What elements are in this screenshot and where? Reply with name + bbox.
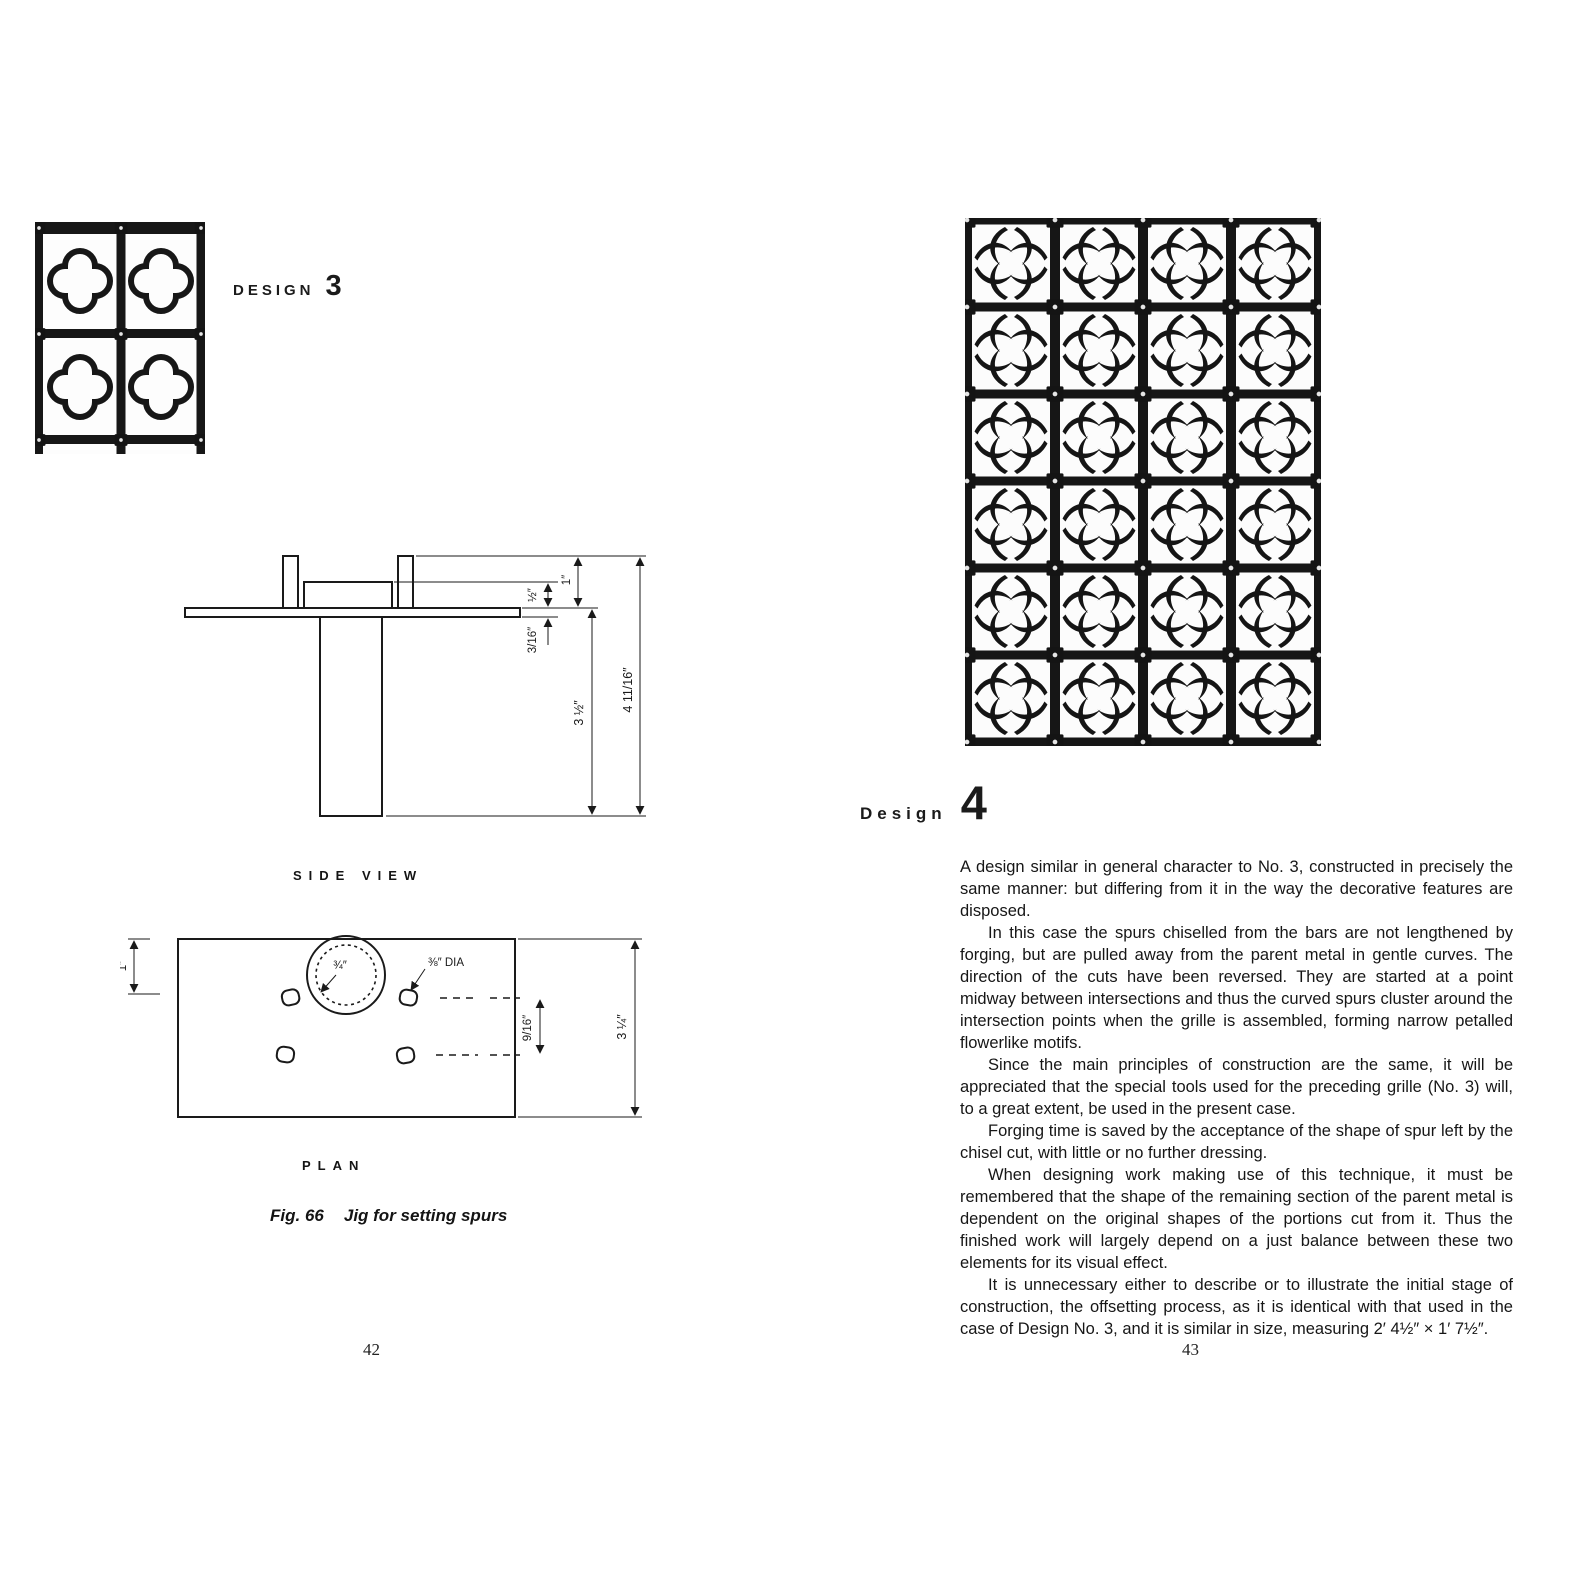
paragraph: In this case the spurs chiselled from th…: [960, 924, 1513, 1053]
page-number-right: 43: [1182, 1340, 1199, 1359]
paragraph: When designing work making use of this t…: [960, 1166, 1513, 1273]
design-4-number: 4: [960, 776, 987, 829]
design-3-number: 3: [325, 270, 342, 302]
plan-drawing: ¾″ ⅜″ DIA 1″ 9/16″ 3 ¼″: [120, 935, 642, 1118]
paragraph: A design similar in general character to…: [960, 858, 1513, 921]
dim-three-sixteenth: 3/16″: [527, 627, 539, 653]
plan-label: PLAN: [302, 1158, 366, 1173]
plan-dimension-lines: [128, 938, 642, 1118]
paragraph: Since the main principles of constructio…: [960, 1056, 1513, 1119]
side-view-label: SIDE VIEW: [293, 868, 424, 883]
jig-outline: [184, 555, 521, 817]
design-4-word: Design: [860, 804, 947, 823]
body-text: A design similar in general character to…: [960, 856, 1513, 1340]
side-dimension-lines: [386, 555, 646, 817]
dim-nine-sixteenth: 9/16″: [522, 1015, 534, 1041]
thumb-quatrefoils: [47, 248, 194, 420]
design-3-heading: DESIGN 3: [233, 270, 342, 303]
dim-three-eighth-dia: ⅜″ DIA: [428, 957, 464, 969]
paragraph: It is unnecessary either to describe or …: [960, 1276, 1513, 1339]
side-view-drawing: ½″ 1″ 3/16″ 3 ½″ 4 11/16″: [184, 555, 646, 817]
design-3-grille-photo: [35, 222, 205, 454]
grille-clips: [965, 218, 1321, 746]
dim-three-quarter: ¾″: [333, 960, 347, 972]
design-4-heading: Design 4: [860, 776, 987, 829]
plan-outline: [177, 935, 516, 1118]
grille-photo-design-4: [965, 218, 1321, 746]
thumb-clips: [35, 222, 205, 446]
dim-one-inch-top: 1″: [561, 575, 573, 585]
figure-caption-title: Jig for setting spurs: [343, 1206, 508, 1225]
dim-one-inch-left: 1″: [120, 961, 129, 971]
page-number-left: 42: [363, 1340, 380, 1359]
dim-three-and-quarter: 3 ¼″: [615, 1014, 629, 1040]
figure-caption-label: Fig. 66: [270, 1206, 324, 1225]
dim-four-eleven-sixteenth: 4 11/16″: [621, 667, 635, 713]
dim-half-inch: ½″: [527, 588, 539, 602]
dim-three-and-half: 3 ½″: [572, 700, 586, 726]
plan-dashed-refs: [436, 997, 520, 1056]
figure-caption: Fig. 66 Jig for setting spurs: [270, 1206, 507, 1226]
paragraph: Forging time is saved by the acceptance …: [960, 1122, 1513, 1163]
design-3-word: DESIGN: [233, 282, 315, 299]
